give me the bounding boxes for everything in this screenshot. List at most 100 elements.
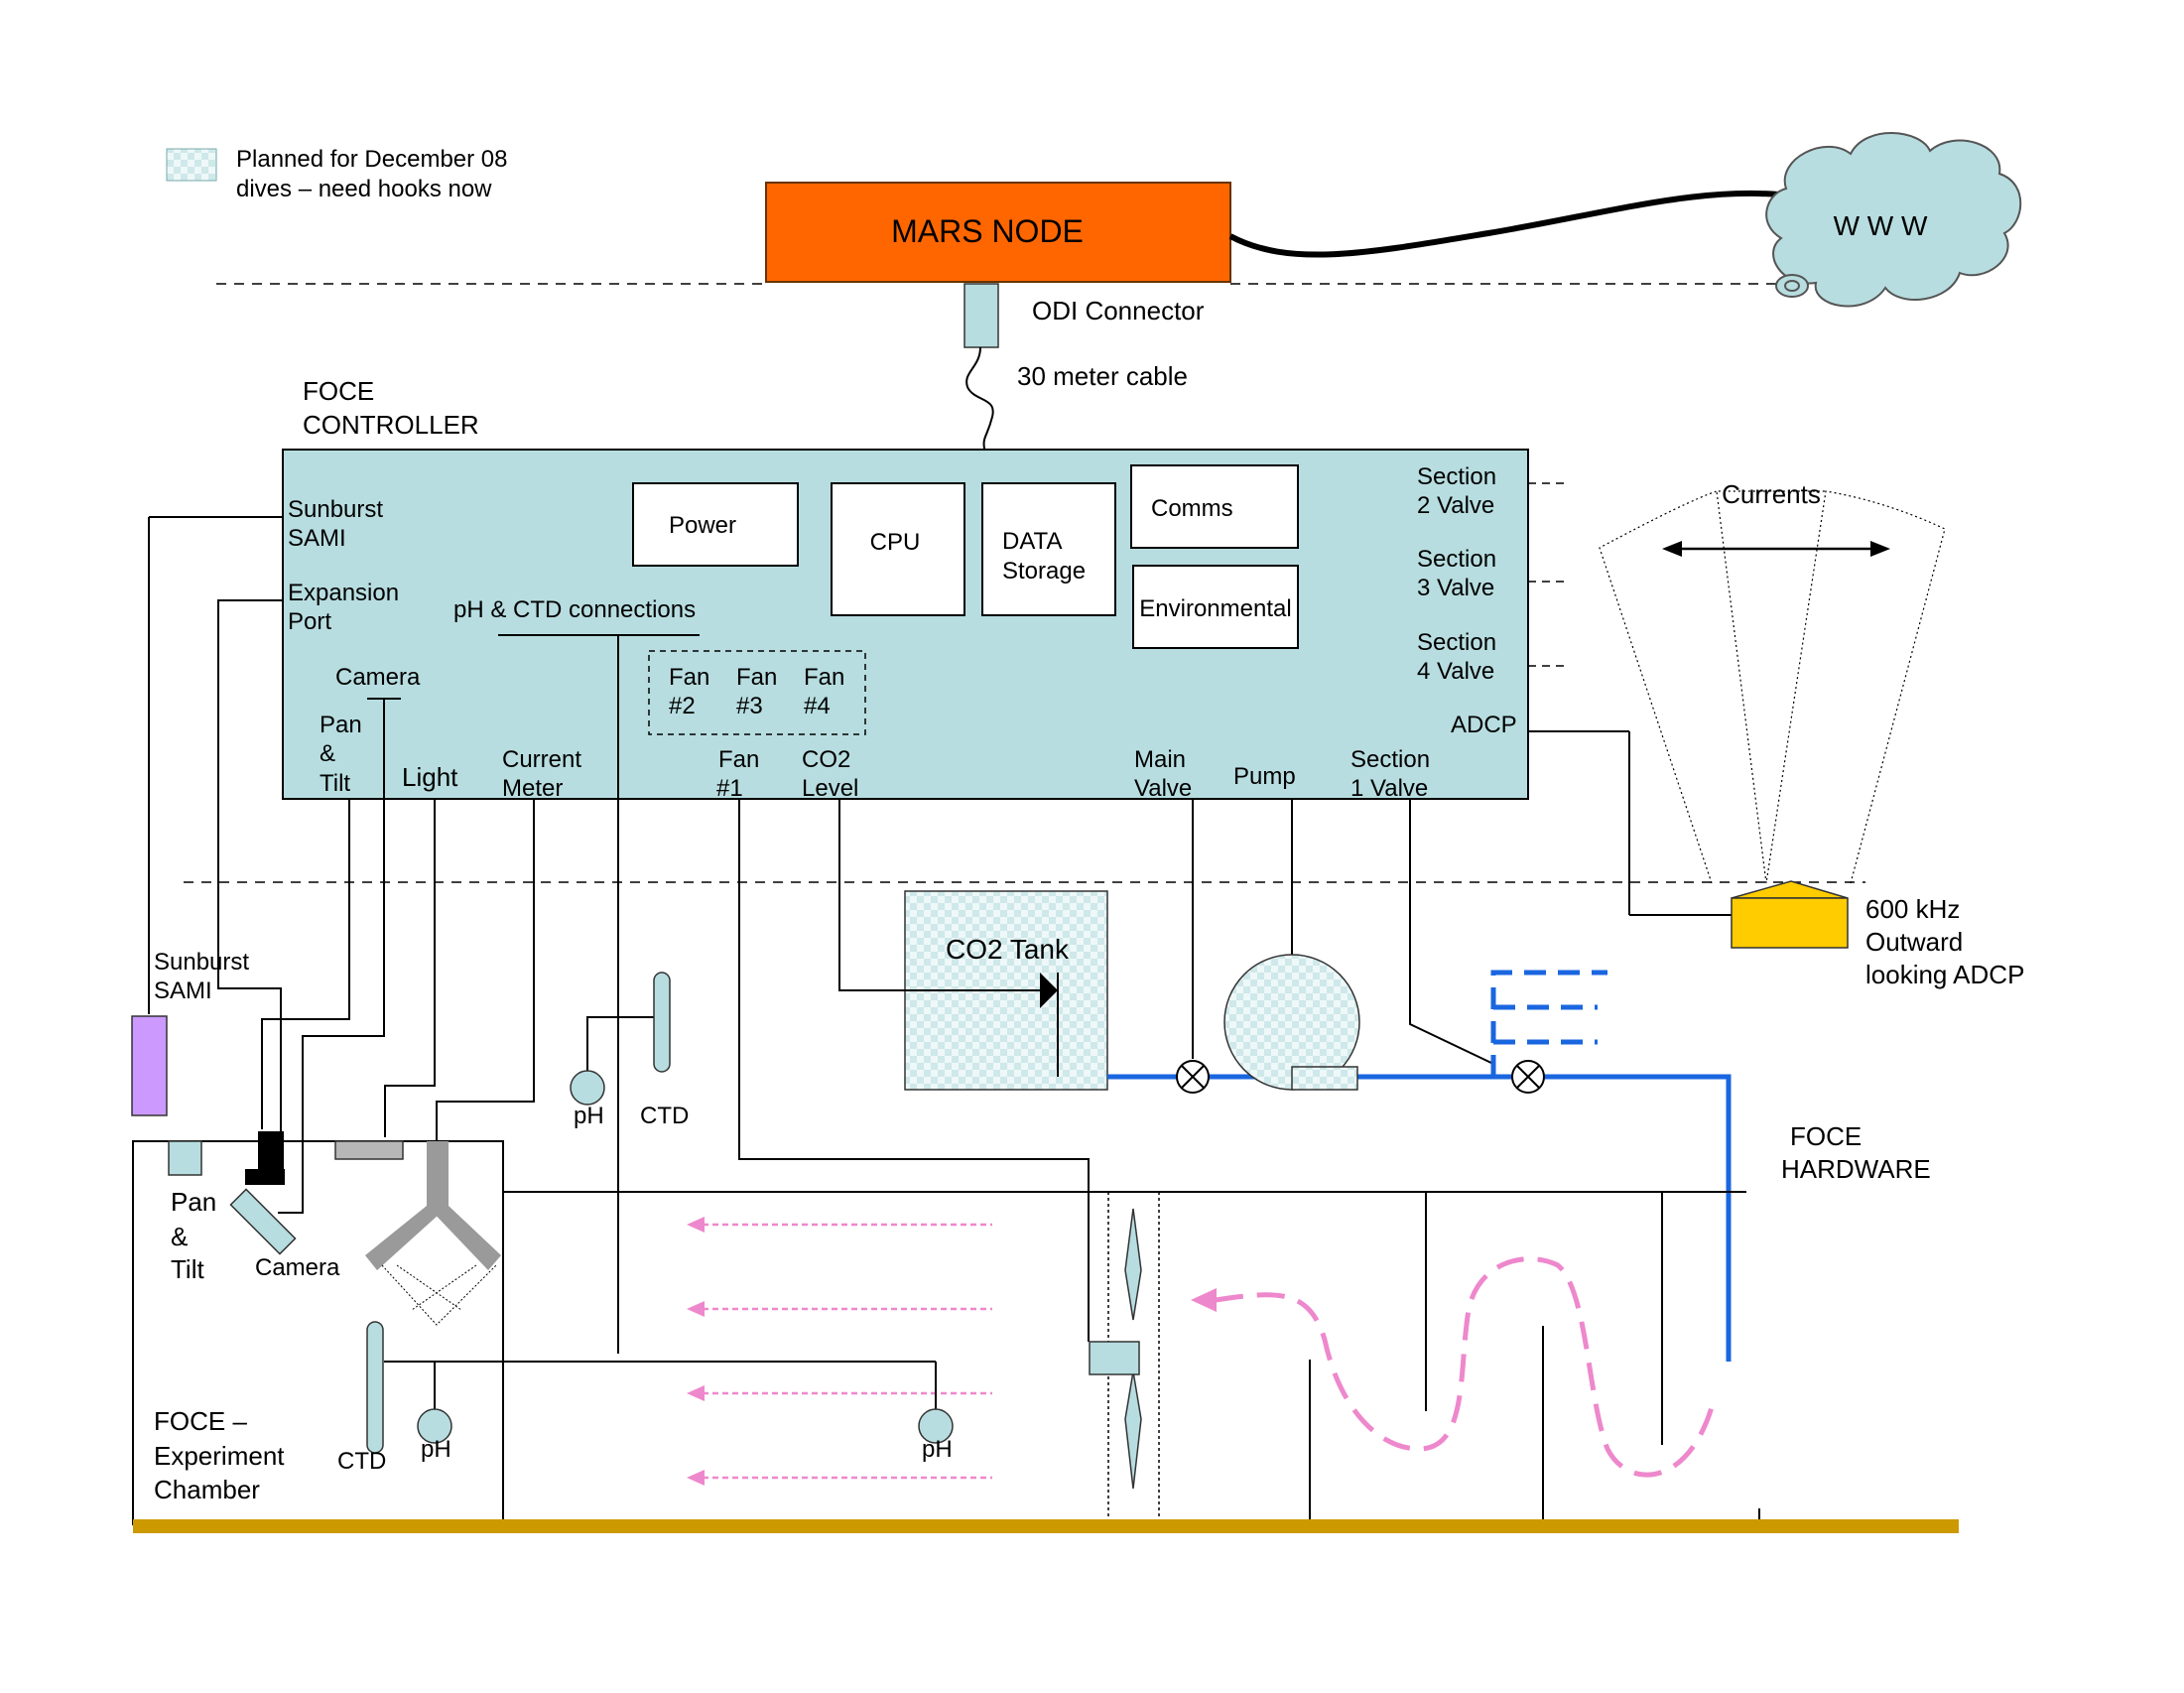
- adcp-device-label-1: 600 kHz: [1865, 894, 1960, 924]
- flow-arrowheads-chamber: [687, 1217, 705, 1486]
- ph-ctd-connections-label: pH & CTD connections: [453, 596, 696, 623]
- current-meter-wire: [436, 799, 535, 1141]
- adcp-beams: [1599, 490, 1946, 884]
- cpu-label: CPU: [870, 529, 921, 556]
- controller-title-2: CONTROLLER: [303, 410, 479, 440]
- section1-valve-icon: [1511, 1060, 1545, 1094]
- section2-valve-2: 2 Valve: [1417, 492, 1494, 519]
- thirty-meter-cable: [965, 346, 994, 450]
- ctrl-fan1-1: Fan: [718, 746, 759, 773]
- upper-ph-label: pH: [574, 1103, 604, 1129]
- pantilt-mount: [258, 1131, 284, 1169]
- upper-ctd-sensor: [653, 972, 671, 1073]
- ctrl-main-valve-2: Valve: [1134, 775, 1192, 802]
- lower-ctd-sensor: [366, 1321, 384, 1454]
- data-storage-label-1: DATA: [1002, 528, 1062, 555]
- ctrl-pump-label: Pump: [1233, 763, 1296, 790]
- main-valve-icon: [1176, 1060, 1210, 1094]
- fan2-1: Fan: [669, 664, 709, 691]
- sami-device-label-2: SAMI: [154, 977, 212, 1004]
- section3-valve-1: Section: [1417, 546, 1496, 573]
- adcp-device: [1731, 880, 1849, 949]
- co2-tank-label: CO2 Tank: [946, 934, 1070, 965]
- fan4-2: #4: [804, 693, 831, 719]
- lower-left-ph-label: pH: [421, 1436, 451, 1463]
- ctrl-pantilt-3: Tilt: [320, 770, 350, 797]
- currents-arrow: [1662, 541, 1890, 557]
- upper-ph-sensor: [570, 1070, 605, 1106]
- foce-hardware-label-1: FOCE: [1790, 1121, 1862, 1151]
- data-storage-box: [981, 482, 1116, 616]
- light-device: [334, 1140, 404, 1160]
- pantilt-base: [245, 1169, 285, 1185]
- mars-to-www-cable: [1228, 190, 1797, 258]
- controller-title-1: FOCE: [303, 376, 374, 406]
- fan-group-box: [648, 650, 866, 735]
- www-cloud: [1765, 132, 2022, 308]
- ctrl-sunburst-2: SAMI: [288, 525, 346, 552]
- fan1-device: [1089, 1208, 1142, 1490]
- light-wire: [384, 799, 436, 1137]
- chamber-title-1: FOCE –: [154, 1406, 247, 1436]
- ctrl-pantilt-1: Pan: [320, 712, 362, 738]
- fan2-2: #2: [669, 693, 696, 719]
- pump-icon: [1223, 954, 1360, 1091]
- upper-ctd-label: CTD: [640, 1103, 689, 1129]
- camera-wire: [278, 699, 385, 1214]
- co2-pipe-2: [1357, 1074, 1732, 1362]
- legend-swatch: [166, 148, 217, 182]
- seafloor: [133, 1519, 1959, 1533]
- odi-connector: [964, 283, 999, 348]
- camera-device: [229, 1188, 297, 1255]
- ctrl-section1-valve-1: Section: [1350, 746, 1430, 773]
- mars-node-label: MARS NODE: [891, 213, 1084, 249]
- upper-ph-wire: [586, 1016, 618, 1072]
- environmental-label: Environmental: [1139, 595, 1291, 622]
- section1-valve-wire: [1409, 799, 1494, 1065]
- environmental-box: [1132, 565, 1299, 649]
- foce-hardware-label-2: HARDWARE: [1781, 1154, 1931, 1184]
- odi-connector-label: ODI Connector: [1032, 296, 1205, 326]
- ctrl-sunburst-1: Sunburst: [288, 496, 383, 523]
- comms-label: Comms: [1151, 495, 1233, 522]
- ctrl-co2-level-1: CO2: [802, 746, 850, 773]
- chamber-pantilt-2: &: [171, 1222, 188, 1251]
- chamber-title-2: Experiment: [154, 1441, 285, 1471]
- ctrl-main-valve-1: Main: [1134, 746, 1186, 773]
- planned-valve-branches: [1490, 970, 1607, 1077]
- section4-valve-1: Section: [1417, 629, 1496, 656]
- fan3-2: #3: [736, 693, 763, 719]
- cpu-box: [831, 482, 965, 616]
- lower-ctd-label: CTD: [337, 1448, 386, 1475]
- chamber-title-3: Chamber: [154, 1475, 260, 1504]
- www-label: W W W: [1834, 210, 1928, 241]
- chamber-pantilt-3: Tilt: [171, 1254, 204, 1284]
- ctrl-expansion-1: Expansion: [288, 580, 399, 606]
- ctrl-section1-valve-2: 1 Valve: [1350, 775, 1428, 802]
- currents-label: Currents: [1722, 479, 1821, 509]
- fan1-wire: [738, 799, 1090, 1342]
- expansion-port-wire: [217, 599, 283, 1136]
- ctrl-light-label: Light: [402, 762, 458, 792]
- fan4-1: Fan: [804, 664, 844, 691]
- flow-arrows-chamber: [703, 1223, 992, 1480]
- ctrl-expansion-2: Port: [288, 608, 331, 635]
- cable-label: 30 meter cable: [1017, 361, 1188, 391]
- flow-serpentine: [1215, 1256, 1715, 1478]
- legend-line-1: Planned for December 08: [236, 146, 508, 173]
- section2-valve-1: Section: [1417, 463, 1496, 490]
- power-label: Power: [669, 512, 736, 539]
- current-meter-device: [365, 1141, 501, 1326]
- ctrl-camera-label: Camera: [335, 664, 421, 691]
- adcp-port-label: ADCP: [1451, 712, 1517, 738]
- ctrl-fan1-2: #1: [716, 775, 743, 802]
- ctrl-current-meter-1: Current: [502, 746, 581, 773]
- sami-device-label-1: Sunburst: [154, 949, 249, 976]
- lower-right-ph-sensor: [918, 1408, 954, 1444]
- chamber-camera-label: Camera: [255, 1254, 340, 1281]
- co2-level-wire: [838, 799, 1042, 991]
- flow-serpentine-arrowhead: [1191, 1288, 1217, 1312]
- sunburst-sami-device: [131, 1015, 168, 1116]
- power-box: [632, 482, 799, 567]
